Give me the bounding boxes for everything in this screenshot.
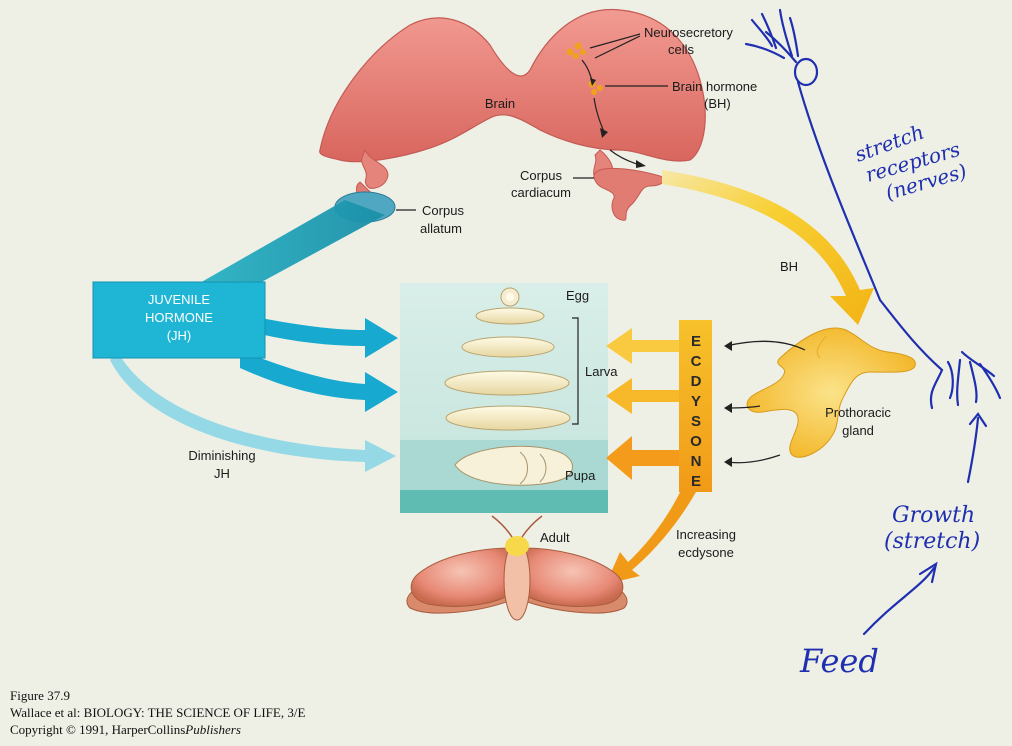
brain-hormone-label-line1: Brain hormone: [672, 79, 757, 94]
copyright-text: Copyright © 1991, HarperCollins: [10, 722, 185, 737]
corpus-allatum-label-line2: allatum: [420, 221, 462, 236]
corpus-cardiacum-label-line1: Corpus: [520, 168, 562, 183]
ecdysone-letter: C: [691, 353, 702, 370]
jh-label-line1: JUVENILE: [148, 292, 210, 307]
diminishing-jh-label-line1: Diminishing: [188, 448, 255, 463]
larva-label: Larva: [585, 364, 618, 379]
ecdysone-letter: E: [691, 333, 701, 350]
jh-arrows: [110, 318, 398, 472]
ecdysone-letter: O: [690, 433, 702, 450]
growth-label-line2: (stretch): [884, 529, 980, 554]
bh-label: BH: [780, 259, 798, 274]
larva-1: [475, 307, 545, 325]
brain-hormone-label-line2: (BH): [704, 96, 731, 111]
brain-hormone-arrow: [662, 170, 874, 325]
gland-arrowheads: [724, 341, 732, 467]
feed-label: Feed: [799, 642, 879, 680]
larva-2: [461, 336, 555, 358]
figure-copyright: Copyright © 1991, HarperCollinsPublisher…: [10, 722, 241, 737]
figure-source: Wallace et al: BIOLOGY: THE SCIENCE OF L…: [10, 705, 305, 720]
ecdysone-letter: S: [691, 413, 701, 430]
growth-arrows: [862, 412, 988, 636]
prothoracic-label-line1: Prothoracic: [825, 405, 891, 420]
diminishing-jh-label-line2: JH: [214, 466, 230, 481]
brain-label: Brain: [485, 96, 515, 111]
ecdysone-letter: N: [691, 453, 702, 470]
ecdysone-letter: D: [691, 373, 702, 390]
jh-label-line3: (JH): [167, 328, 192, 343]
larva-3: [444, 370, 570, 396]
prothoracic-label-line2: gland: [842, 423, 874, 438]
increasing-ecdysone-label-line2: ecdysone: [678, 545, 734, 560]
adult-moth: [406, 515, 628, 621]
pupa: [454, 445, 573, 486]
ecdysone-letter: Y: [691, 393, 701, 410]
corpus-allatum-label-line1: Corpus: [422, 203, 464, 218]
corpus-cardiacum-label-line2: cardiacum: [511, 185, 571, 200]
neurosecretory-cells: [566, 42, 603, 95]
increasing-ecdysone-label-line1: Increasing: [676, 527, 736, 542]
stretch-receptor-nerve: [744, 8, 1002, 410]
neurosecretory-arrowheads: [590, 78, 646, 168]
neurosecretory-label-line1: Neurosecretory: [644, 25, 733, 40]
prothoracic-gland: [746, 327, 916, 458]
ecdysone-arrows: [606, 328, 696, 584]
larva-bracket: [572, 317, 579, 425]
corpus-cardiacum-organ: [593, 167, 665, 221]
growth-label-line1: Growth: [892, 503, 975, 528]
egg-label: Egg: [566, 288, 589, 303]
larva-4: [445, 405, 571, 431]
pupa-label: Pupa: [565, 468, 596, 483]
ecdysone-letter: E: [691, 473, 701, 490]
figure-number: Figure 37.9: [10, 688, 70, 703]
copyright-publisher: Publishers: [184, 722, 241, 737]
jh-label-line2: HORMONE: [145, 310, 213, 325]
neurosecretory-label-line2: cells: [668, 42, 695, 57]
ecdysone-column: [679, 320, 712, 492]
adult-label: Adult: [540, 530, 570, 545]
juvenile-hormone-box: [92, 281, 266, 359]
egg: [500, 287, 520, 307]
